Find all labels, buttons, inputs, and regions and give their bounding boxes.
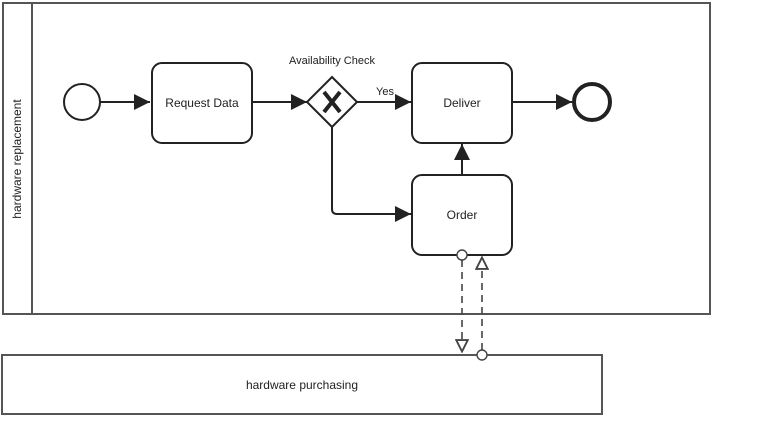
pool-hardware-purchasing[interactable]: hardware purchasing — [1, 354, 603, 415]
message-flow-purchasing-to-order[interactable] — [476, 256, 488, 361]
task-label: Order — [447, 208, 478, 222]
task-deliver[interactable]: Deliver — [411, 62, 513, 144]
gateway-label: Availability Check — [289, 55, 376, 67]
exclusive-x-icon — [322, 90, 342, 114]
flow-gateway-to-order[interactable] — [331, 127, 411, 222]
task-label: Request Data — [165, 96, 239, 110]
pool-label: hardware replacement — [10, 99, 24, 219]
message-flow-source-circle — [476, 349, 488, 361]
pool-border — [1, 354, 603, 415]
pool-border — [2, 2, 711, 315]
task-request-data[interactable]: Request Data — [151, 62, 253, 144]
end-event[interactable] — [572, 82, 612, 122]
start-event[interactable] — [63, 83, 101, 121]
message-flow-source-circle — [456, 249, 468, 261]
task-order[interactable]: Order — [411, 174, 513, 256]
pool-label: hardware purchasing — [246, 378, 358, 392]
task-box — [411, 62, 513, 144]
flow-yes-label: Yes — [376, 86, 394, 98]
gateway-availability-check[interactable]: Availability Check — [289, 55, 376, 129]
task-label: Deliver — [443, 96, 480, 110]
pool-hardware-replacement[interactable]: hardware replacement — [2, 2, 711, 315]
task-box — [151, 62, 253, 144]
